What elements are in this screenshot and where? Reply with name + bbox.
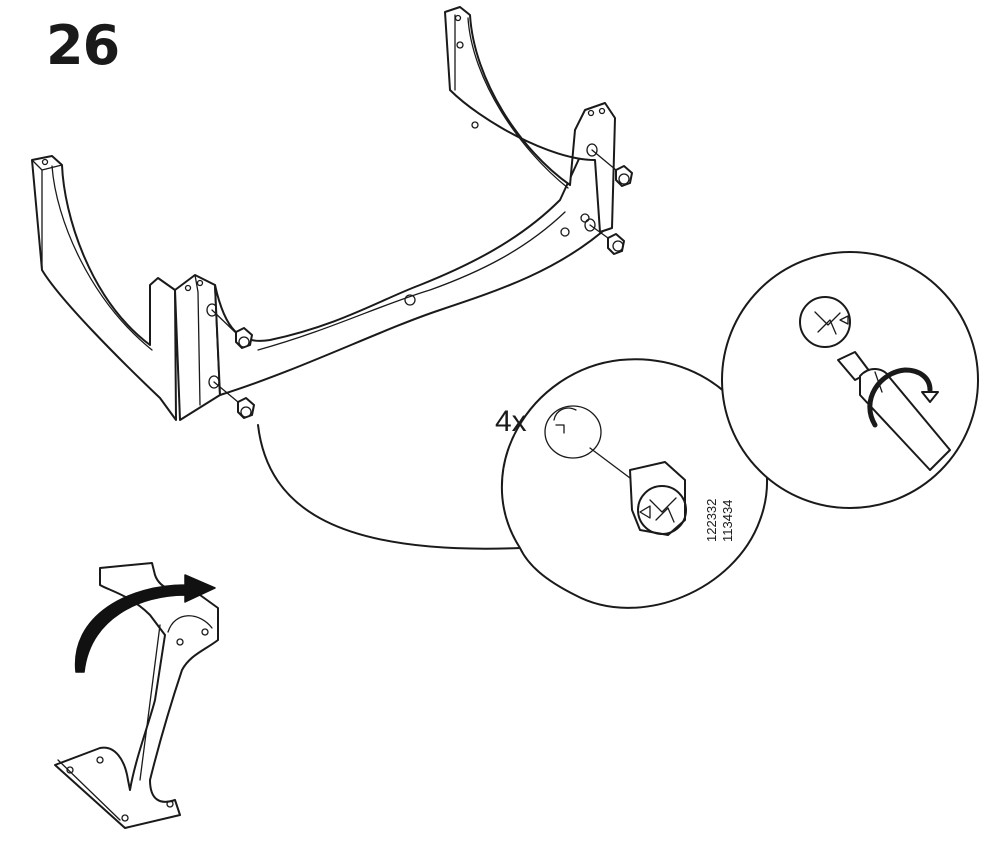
cam-stud-3 (591, 149, 633, 187)
cam-stud-4 (589, 224, 625, 255)
flip-arrow (74, 574, 216, 673)
flipped-frame (54, 562, 219, 829)
right-leg (444, 6, 616, 233)
left-leg (31, 155, 177, 421)
detail-circle-tighten (721, 251, 979, 509)
cam-stud-2 (213, 381, 255, 419)
step-number: 26 (46, 14, 120, 77)
quantity-label: 4x (495, 405, 527, 438)
side-rail (214, 124, 611, 396)
cam-stud-1 (211, 309, 253, 349)
part-number-1: 122332 (704, 498, 719, 542)
part-number-list: 122332 113434 (702, 488, 738, 544)
detail-circle-insert (501, 358, 768, 609)
callout-pointer (257, 424, 521, 550)
part-number-2: 113434 (720, 499, 735, 542)
